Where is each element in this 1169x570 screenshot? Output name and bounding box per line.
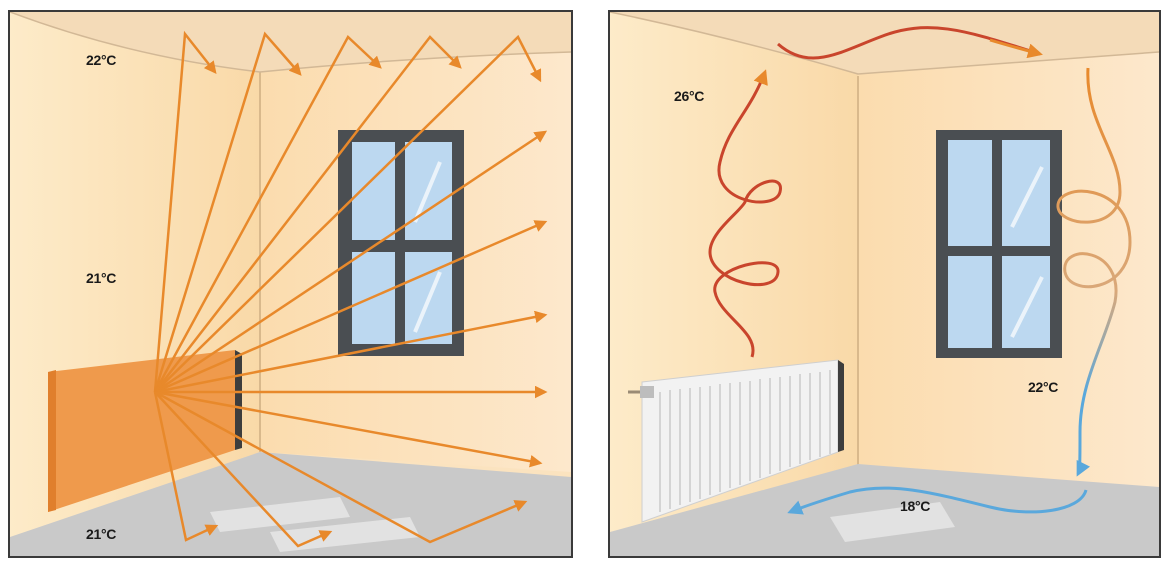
window xyxy=(936,130,1062,358)
window-temperature-label: 22°C xyxy=(1028,379,1059,395)
radiator-valve xyxy=(640,386,654,398)
hot-air-temperature-label: 26°C xyxy=(674,88,705,104)
convection-heating-panel: 26°C 22°C 18°C xyxy=(608,10,1161,558)
ceiling xyxy=(10,12,571,72)
mid-temperature-label: 21°C xyxy=(86,270,117,286)
hot-air-spiral xyxy=(708,69,782,358)
ceiling xyxy=(610,12,1159,74)
convection-room-illustration xyxy=(610,12,1159,556)
ceiling-air-flow xyxy=(777,26,1041,60)
floor-temperature-label: 21°C xyxy=(86,526,117,542)
radiant-heating-panel: 22°C 21°C 21°C xyxy=(8,10,573,558)
window xyxy=(338,130,464,356)
floor-temperature-label: 18°C xyxy=(900,498,931,514)
ceiling-temperature-label: 22°C xyxy=(86,52,117,68)
descending-cool-air xyxy=(1056,67,1132,477)
radiator xyxy=(628,359,844,523)
radiant-heat-arrows xyxy=(153,30,548,548)
floor-cold-air-flow xyxy=(787,486,1088,515)
radiant-room-illustration xyxy=(10,12,571,556)
